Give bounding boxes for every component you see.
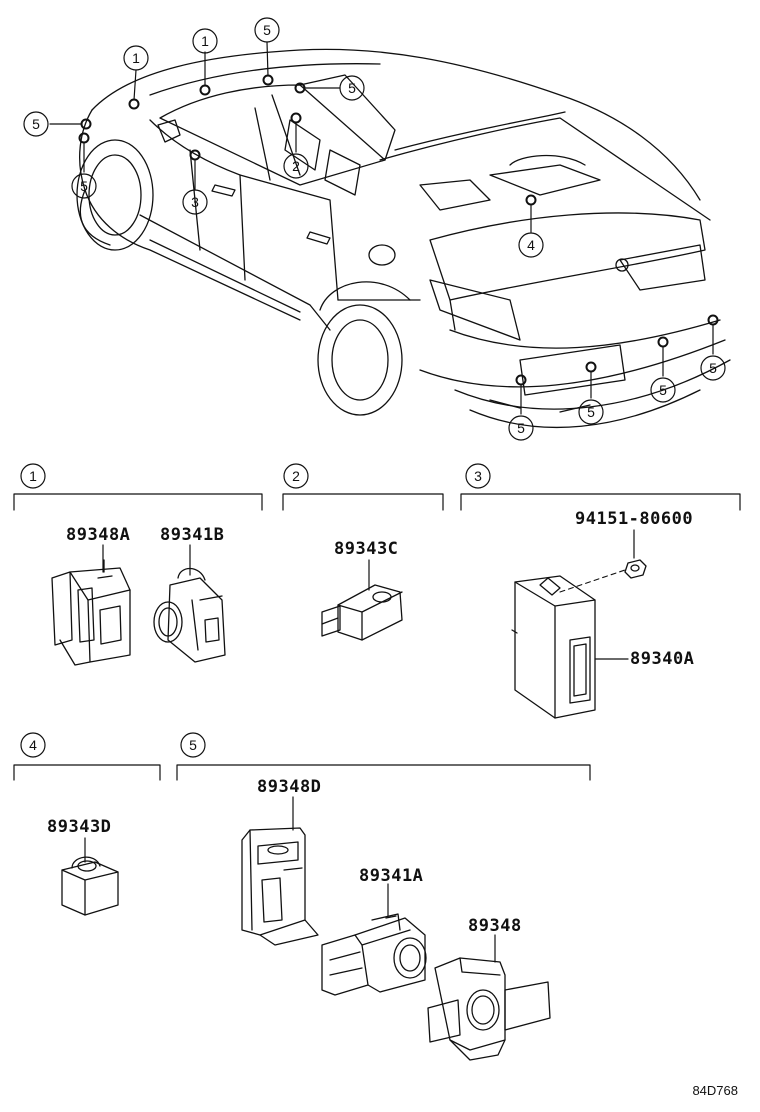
section-5-label: 5 [189,737,197,753]
part-number-89341B: 89341B [160,525,225,545]
section-3-label: 3 [474,468,482,484]
part-number-89348: 89348 [468,916,522,936]
retainer-89348-drawing [427,957,551,1061]
part-number-89348A: 89348A [66,525,131,545]
retainer-89348D-drawing [241,827,319,946]
sensor-89341A-drawing [321,913,427,996]
part-number-89343D: 89343D [47,817,112,837]
callout-3-a: 3 [191,194,199,210]
callout-1-a: 1 [132,50,140,66]
retainer-89348A-drawing [51,559,131,666]
car-callout-circles [23,17,726,441]
callout-leaders [49,41,714,415]
section-4-label: 4 [29,737,37,753]
sensor-89343C-drawing [321,584,403,641]
callout-5-a: 5 [263,22,271,38]
callout-5-g: 5 [659,382,667,398]
part-number-89340A: 89340A [630,649,695,669]
car-illustration [76,48,731,429]
callout-5-e: 5 [517,420,525,436]
diagram-code: 84D768 [692,1083,738,1098]
callout-1-b: 1 [201,33,209,49]
part-number-89343C: 89343C [334,539,399,559]
part-number-89341A: 89341A [359,866,424,886]
section-2-label: 2 [292,468,300,484]
ecu-89340A-drawing [511,575,596,719]
nut-dash-line [559,569,626,593]
callout-5-h: 5 [709,360,717,376]
callout-2-a: 2 [292,158,300,174]
sensor-89341B-drawing [153,567,226,663]
callout-5-b: 5 [348,80,356,96]
section-1-label: 1 [29,468,37,484]
callout-5-f: 5 [587,404,595,420]
sensor-89343D-drawing [61,856,119,916]
part-number-89348D: 89348D [257,777,322,797]
section-brackets [13,463,741,781]
part-number-94151-80600: 94151-80600 [575,509,694,529]
callout-4-a: 4 [527,237,535,253]
callout-5-c: 5 [32,116,40,132]
callout-5-d: 5 [80,178,88,194]
nut-94151-80600-drawing [624,559,647,579]
